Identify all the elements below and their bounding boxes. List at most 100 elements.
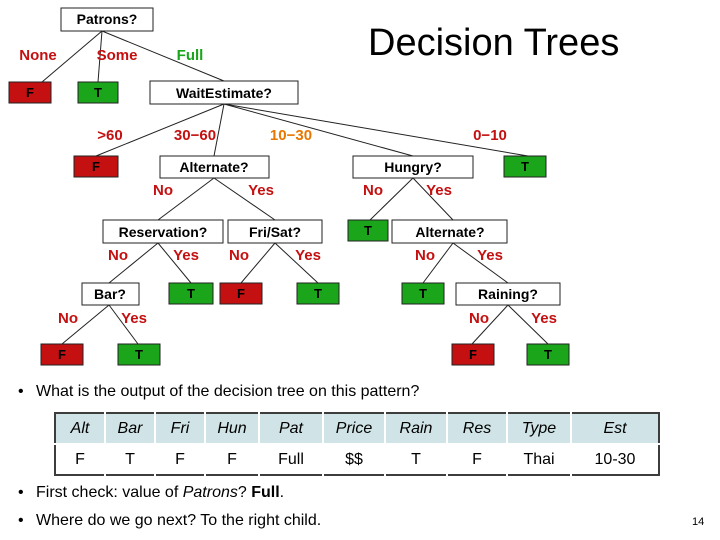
edge-patrons-some <box>97 30 103 83</box>
edge-alt1-no <box>157 177 215 221</box>
bullet-next-step: •Where do we go next? To the right child… <box>18 512 321 530</box>
bullet-dot: • <box>18 383 24 400</box>
edge-alt2-no <box>422 242 454 284</box>
edge-label-alt2-no: No <box>415 247 435 264</box>
leaf-alt2-no-true: T <box>401 282 445 305</box>
edge-frisat-yes <box>274 242 319 284</box>
page-number: 14 <box>692 516 705 528</box>
first-check-prefix: First check: value of <box>36 484 183 501</box>
header-hun: Hun <box>204 413 259 445</box>
decision-tree-diagram: Patrons? WaitEstimate? Alternate? Hungry… <box>8 7 570 366</box>
edge-label-full: Full <box>177 47 204 64</box>
bullet-first-check: •First check: value of Patrons? Full. <box>18 484 284 502</box>
leaf-frisat-yes-label: T <box>314 286 322 301</box>
edge-label-10-30: 10−30 <box>270 127 312 144</box>
leaf-frisat-no-false: F <box>219 282 263 305</box>
edge-label-bar-yes: Yes <box>121 310 147 327</box>
header-type: Type <box>506 413 571 445</box>
node-wait-estimate: WaitEstimate? <box>149 80 299 105</box>
edge-label-rain-yes: Yes <box>531 310 557 327</box>
edge-label-alt1-no: No <box>153 182 173 199</box>
edge-label-hungry-yes: Yes <box>426 182 452 199</box>
value-alt: F <box>55 444 105 475</box>
node-fri-sat-label: Fri/Sat? <box>249 224 301 240</box>
leaf-0-10-label: T <box>521 159 529 174</box>
bullet-dot: • <box>18 512 24 529</box>
edge-patrons-full <box>101 30 225 82</box>
node-bar-label: Bar? <box>94 286 126 302</box>
pattern-table-header-row: Alt Bar Fri Hun Pat Price Rain Res Type … <box>55 413 659 445</box>
first-check-attribute: Patrons <box>182 484 238 501</box>
node-raining: Raining? <box>455 282 561 306</box>
header-price: Price <box>322 413 385 445</box>
first-check-end: . <box>279 484 285 501</box>
edge-wait-0-10 <box>223 103 529 157</box>
node-alternate-1-label: Alternate? <box>179 159 248 175</box>
leaf-res-yes-true: T <box>168 282 214 305</box>
bullet-question-text: What is the output of the decision tree … <box>36 383 420 400</box>
node-alternate-2-label: Alternate? <box>415 224 484 240</box>
header-fri: Fri <box>154 413 205 445</box>
edge-res-no <box>108 242 159 284</box>
value-est: 10-30 <box>570 444 659 475</box>
leaf-bar-no-label: F <box>58 347 66 362</box>
edge-res-yes <box>157 242 192 284</box>
node-patrons: Patrons? <box>60 7 154 32</box>
header-pat: Pat <box>258 413 323 445</box>
leaf-some-label: T <box>94 85 102 100</box>
leaf-hungry-no-label: T <box>364 223 372 238</box>
leaf-frisat-no-label: F <box>237 286 245 301</box>
leaf-hungry-no-true: T <box>347 219 389 242</box>
bullet-question: • What is the output of the decision tree… <box>18 383 419 401</box>
edge-label-alt1-yes: Yes <box>248 182 274 199</box>
value-fri: F <box>154 444 205 475</box>
leaf-some-true: T <box>77 81 119 104</box>
leaf-alt2-no-label: T <box>419 286 427 301</box>
node-alternate-1: Alternate? <box>159 155 270 179</box>
edge-label-res-yes: Yes <box>173 247 199 264</box>
edge-label-0-10: 0−10 <box>473 127 507 144</box>
leaf-gt60-false: F <box>73 155 119 178</box>
leaf-none-label: F <box>26 85 34 100</box>
value-res: F <box>446 444 507 475</box>
leaf-rain-no-false: F <box>451 343 495 366</box>
edge-label-gt60: >60 <box>97 127 122 144</box>
leaf-rain-yes-true: T <box>526 343 570 366</box>
pattern-table: Alt Bar Fri Hun Pat Price Rain Res Type … <box>54 412 660 476</box>
edge-bar-no <box>61 304 110 345</box>
slide-title: Decision Trees <box>368 22 620 64</box>
edge-label-none: None <box>19 47 57 64</box>
pattern-table-value-row: F T F F Full $$ T F Thai 10-30 <box>55 444 659 475</box>
edge-label-some: Some <box>97 47 138 64</box>
leaf-rain-no-label: F <box>469 347 477 362</box>
leaf-bar-yes-label: T <box>135 347 143 362</box>
edge-bar-yes <box>108 304 139 345</box>
leaf-res-yes-label: T <box>187 286 195 301</box>
edge-patrons-none <box>41 30 103 83</box>
edge-label-frisat-yes: Yes <box>295 247 321 264</box>
leaf-bar-yes-true: T <box>117 343 161 366</box>
first-check-value: Full <box>251 484 280 501</box>
edge-alt1-yes <box>213 177 276 221</box>
header-res: Res <box>446 413 507 445</box>
value-price: $$ <box>322 444 385 475</box>
leaf-none-false: F <box>8 81 52 104</box>
value-bar: T <box>104 444 155 475</box>
value-hun: F <box>204 444 259 475</box>
node-hungry: Hungry? <box>352 155 474 179</box>
edge-wait-gt60 <box>95 103 225 157</box>
node-alternate-2: Alternate? <box>391 219 508 244</box>
node-reservation: Reservation? <box>102 219 224 244</box>
node-wait-estimate-label: WaitEstimate? <box>176 85 272 101</box>
edge-hungry-yes <box>412 177 454 221</box>
bullet-dot: • <box>18 484 24 501</box>
leaf-0-10-true: T <box>503 155 547 178</box>
edge-label-rain-no: No <box>469 310 489 327</box>
value-type: Thai <box>506 444 571 475</box>
header-est: Est <box>570 413 659 445</box>
node-patrons-label: Patrons? <box>77 11 138 27</box>
node-hungry-label: Hungry? <box>384 159 442 175</box>
edge-hungry-no <box>369 177 414 221</box>
edge-label-alt2-yes: Yes <box>477 247 503 264</box>
node-bar: Bar? <box>81 282 140 306</box>
